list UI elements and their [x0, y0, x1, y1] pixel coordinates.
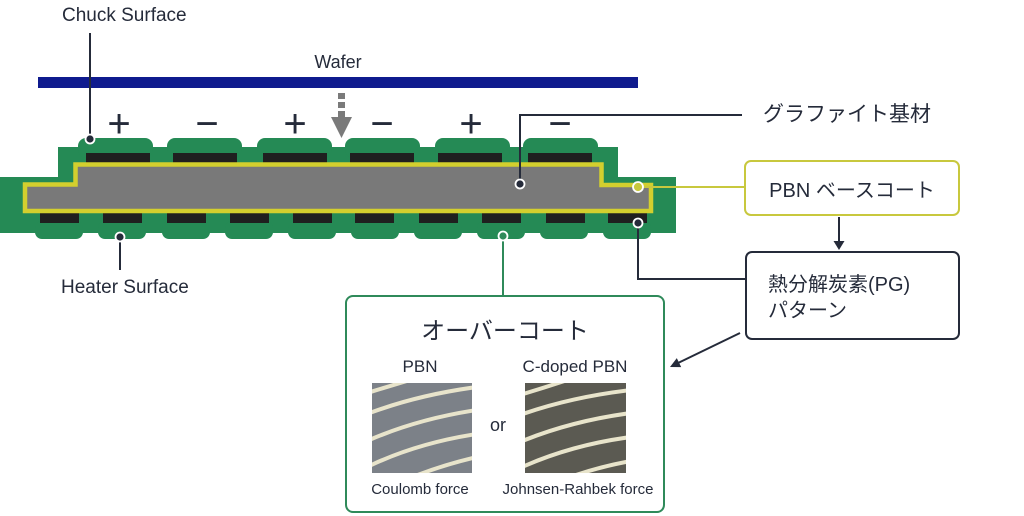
pbn-base-coat-box: PBN ベースコート — [744, 160, 960, 216]
heater-element — [40, 213, 79, 223]
heater-surface-bump — [540, 221, 588, 239]
heater-element — [230, 213, 269, 223]
heater-surface-label: Heater Surface — [61, 277, 189, 298]
heater-element — [482, 213, 521, 223]
pg-pattern-label-line1: 熱分解炭素(PG) — [768, 273, 911, 296]
heater-element — [419, 213, 458, 223]
dashed-down-arrow-icon — [331, 93, 352, 138]
heater-element — [546, 213, 585, 223]
heater-surface-dot — [114, 231, 126, 243]
overcoat-option-material: C-doped PBN — [522, 357, 628, 376]
pg-pattern-box: 熱分解炭素(PG) パターン — [745, 251, 960, 340]
chuck-electrode — [86, 153, 150, 163]
heater-element — [355, 213, 394, 223]
overcoat-option-force: Johnsen-Rahbek force — [502, 481, 654, 498]
overcoat-separator: or — [489, 415, 506, 435]
chuck-electrode — [438, 153, 502, 163]
chuck-electrodes — [86, 153, 592, 163]
chuck-electrode — [173, 153, 237, 163]
heater-surface-bump — [35, 221, 83, 239]
heater-surface-bumps — [35, 221, 651, 239]
chuck-electrode — [350, 153, 414, 163]
pg-pattern-dot — [632, 217, 644, 229]
chuck-surface-dot — [84, 133, 96, 145]
heater-surface-bump — [162, 221, 210, 239]
polarity-sign: − — [370, 102, 393, 146]
heater-element — [293, 213, 332, 223]
heater-elements — [40, 213, 647, 223]
overcoat-title: オーバーコート — [421, 318, 589, 345]
wafer-bar — [38, 77, 638, 88]
overcoat-option-material: PBN — [402, 357, 438, 376]
pbn-base-coat-label: PBN ベースコート — [769, 179, 935, 202]
chuck-electrode — [528, 153, 592, 163]
polarity-sign: − — [548, 102, 571, 146]
polarity-sign: + — [283, 102, 306, 146]
polarity-sign: + — [107, 102, 130, 146]
heater-surface-bump — [603, 221, 651, 239]
diagonal-arrow-icon — [670, 332, 741, 368]
graphite-dot — [514, 178, 526, 190]
polarity-sign: + — [459, 102, 482, 146]
graphite-leader — [519, 114, 742, 184]
heater-surface-bump — [225, 221, 273, 239]
polarity-sign: − — [195, 102, 218, 146]
graphite-substrate-with-pbn-base-coat — [22, 162, 654, 214]
pbn-sample-image — [372, 383, 472, 473]
heater-surface-bump — [477, 221, 525, 239]
heater-surface-bump — [351, 221, 399, 239]
pbn-base-coat-dot — [632, 181, 644, 193]
chuck-electrode — [263, 153, 327, 163]
heater-surface-bump — [414, 221, 462, 239]
overcoat-option-force: Coulomb force — [371, 481, 469, 498]
heater-surface-bump — [98, 221, 146, 239]
pg-pattern-leader — [637, 223, 745, 280]
pg-pattern-label-line2: パターン — [768, 299, 847, 322]
heater-element — [103, 213, 142, 223]
graphite-substrate-label: グラファイト基材 — [763, 103, 931, 126]
c-doped-pbn-sample-image — [525, 383, 626, 473]
heater-element — [167, 213, 206, 223]
chuck-surface-label: Chuck Surface — [62, 5, 187, 26]
heater-element — [608, 213, 647, 223]
down-arrow-icon — [833, 217, 845, 250]
wafer-label: Wafer — [314, 52, 362, 72]
heater-surface-bump — [288, 221, 336, 239]
overcoat-dot — [497, 230, 509, 242]
